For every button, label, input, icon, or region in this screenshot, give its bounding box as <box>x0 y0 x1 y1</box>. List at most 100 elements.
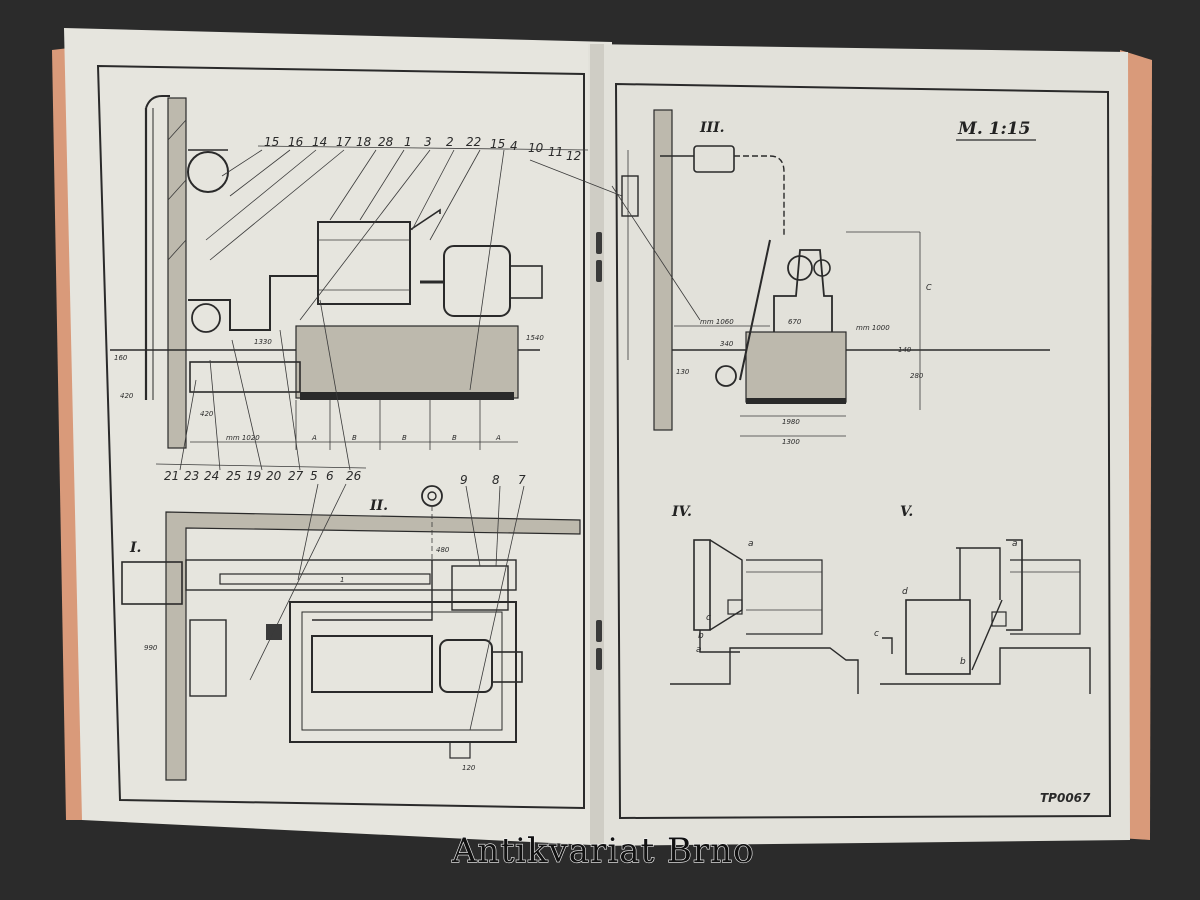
callout-number: 24 <box>204 469 219 483</box>
drawing-code: TP0067 <box>1040 791 1091 805</box>
side-compressor <box>773 249 833 332</box>
dimension-text: B <box>452 434 457 442</box>
dimension-text: 130 <box>676 368 690 376</box>
callout-number: 19 <box>246 469 261 483</box>
plan-compressor <box>311 635 433 693</box>
callout-number: 7 <box>518 473 526 487</box>
left-drawing-frame <box>96 64 585 810</box>
dimension-text: 160 <box>114 354 128 362</box>
detail-letter: c <box>706 613 711 623</box>
left-bottom-callouts: 21 23 24 25 19 20 27 5 6 26 <box>164 469 362 483</box>
dimension-text: 120 <box>462 764 476 772</box>
valve <box>191 303 221 333</box>
callout-number: 11 <box>548 145 563 159</box>
dimension-text: C <box>926 283 932 292</box>
dimension-text: A <box>311 434 317 442</box>
dimension-text: 420 <box>120 392 134 400</box>
left-page <box>64 28 612 846</box>
view-label-v: V. <box>900 504 913 520</box>
left-dimensions: 420 420 mm 1020 A B B B A 1540 160 1330 … <box>114 334 544 772</box>
detail-letter: a <box>696 645 702 655</box>
callout-number: 18 <box>356 135 372 149</box>
callout-number: 9 <box>460 473 468 487</box>
callout-number: 3 <box>424 135 432 149</box>
callout-number: 23 <box>184 469 199 483</box>
dimension-text: 340 <box>720 340 734 348</box>
callout-number: 25 <box>226 469 241 483</box>
dimension-text: mm 1020 <box>226 434 260 442</box>
plan-callouts: 9 8 7 <box>460 473 526 487</box>
right-dimensions: mm 1060 670 340 1980 1300 C mm 1000 140 … <box>676 283 932 446</box>
elevation-drawing <box>110 95 623 471</box>
detail-letter: a <box>1012 539 1018 549</box>
plan-wall <box>165 511 581 781</box>
dimension-text: 420 <box>200 410 214 418</box>
detail-letter: a <box>748 539 754 549</box>
callout-number: 27 <box>288 469 304 483</box>
detail-letter: b <box>960 657 966 667</box>
dimension-text: mm 1000 <box>856 324 890 332</box>
binding-ring <box>596 232 602 254</box>
callout-number: 16 <box>288 135 304 149</box>
dimension-text: 1540 <box>526 334 544 342</box>
callout-number: 15 <box>264 135 279 149</box>
filter <box>693 145 735 173</box>
callout-number: 2 <box>446 135 454 149</box>
view-label-i: I. <box>129 540 141 556</box>
callout-number: 26 <box>346 469 362 483</box>
detail-v-drawing <box>880 539 1091 694</box>
callout-number: 20 <box>266 469 282 483</box>
dimension-text: 670 <box>788 318 802 326</box>
dimension-text: 1980 <box>782 418 800 426</box>
callout-number: 6 <box>326 469 334 483</box>
binding-ring <box>596 260 602 282</box>
detail-letter: b <box>698 631 704 641</box>
dimension-text: 1300 <box>782 438 800 446</box>
dimension-text: A <box>495 434 501 442</box>
dimension-text: 990 <box>144 644 158 652</box>
callout-number: 21 <box>164 469 179 483</box>
callout-number: 5 <box>310 469 318 483</box>
callout-number: 28 <box>378 135 394 149</box>
detail-iv-drawing <box>670 539 859 694</box>
dimension-text: 280 <box>910 372 924 380</box>
dimension-text: mm 1060 <box>700 318 734 326</box>
detail-letter: c <box>874 629 879 639</box>
detail-letter: d <box>902 587 908 597</box>
left-top-callouts: 15 16 14 17 18 28 1 3 2 22 15 4 10 11 12 <box>264 135 581 163</box>
pipe-channel <box>189 361 301 393</box>
view-label-iii: III. <box>699 120 725 136</box>
drawing-scale: M. 1:15 <box>957 119 1030 139</box>
machine-foundation <box>295 325 519 399</box>
callout-number: 14 <box>312 135 327 149</box>
dimension-text: 1330 <box>254 338 272 346</box>
side-wall <box>653 109 673 431</box>
callout-number: 22 <box>466 135 481 149</box>
plan-foundation <box>289 601 517 743</box>
view-label-ii: II. <box>369 498 388 514</box>
wall-section <box>167 97 187 449</box>
dimension-text: B <box>402 434 407 442</box>
plan-channel <box>185 559 517 591</box>
right-drawing-frame <box>614 82 1112 820</box>
oil-tank <box>905 599 971 675</box>
watermark-text: Antikvariat Brno <box>451 831 755 871</box>
view-label-iv: IV. <box>671 504 692 520</box>
callout-number: 4 <box>510 139 518 153</box>
binding-ring <box>596 620 602 642</box>
spine-shadow <box>590 44 604 844</box>
plan-drawing <box>121 483 581 781</box>
dimension-text: 480 <box>436 546 450 554</box>
callout-number: 12 <box>566 149 581 163</box>
dimension-text: 140 <box>898 346 912 354</box>
feed-piping <box>188 275 318 331</box>
callout-number: 15 <box>490 137 505 151</box>
side-foundation <box>745 331 847 403</box>
callout-number: 10 <box>528 141 544 155</box>
dimension-text: B <box>352 434 357 442</box>
detail-letters: a b c d a b c a <box>696 539 1018 667</box>
side-elevation-drawing <box>611 109 1050 437</box>
binding-ring <box>596 648 602 670</box>
compressor-body <box>317 221 411 305</box>
